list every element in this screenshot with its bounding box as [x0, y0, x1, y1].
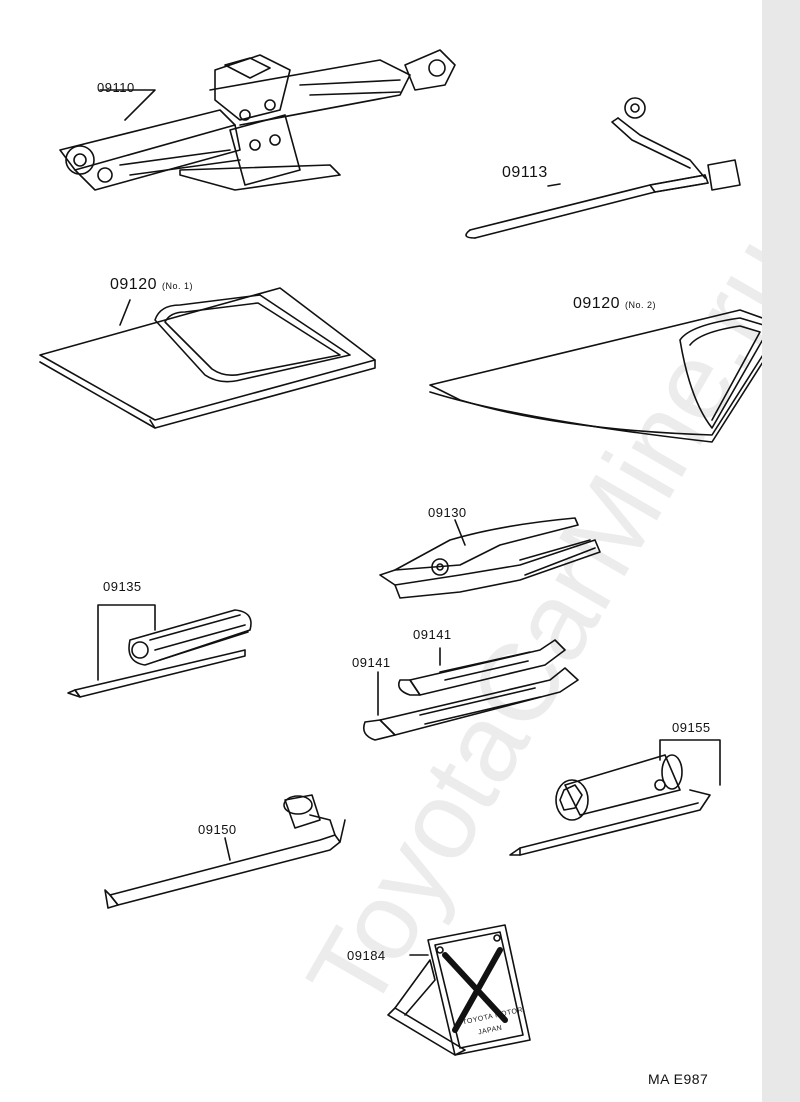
spark-plug-wrench-drawing	[509, 739, 721, 856]
part-number-09155: 09155	[672, 720, 711, 735]
parts-diagram-page: ToyotaCarMine.ru	[39, 49, 800, 1087]
right-margin-strip	[762, 0, 800, 1102]
part-number-09141-lower: 09141	[352, 655, 391, 670]
part-number-09141-upper: 09141	[413, 627, 452, 642]
scissor-jack-drawing	[59, 49, 456, 191]
tool-bag-no2-drawing	[429, 309, 762, 443]
part-number-09130: 09130	[428, 505, 467, 520]
tool-bag-no1-drawing	[39, 287, 376, 429]
part-number-09120-no2: 09120 (No. 2)	[573, 295, 656, 313]
part-number-09120-no1: 09120 (No. 1)	[110, 276, 193, 294]
diagram-artwork	[39, 49, 762, 1056]
part-number-09135: 09135	[103, 579, 142, 594]
part-number-09184: 09184	[347, 948, 386, 963]
pliers-drawing	[379, 517, 601, 599]
part-number-09110: 09110	[97, 80, 135, 95]
open-end-wrenches-drawing	[362, 639, 579, 741]
part-note-no1: (No. 1)	[161, 281, 193, 291]
jack-handle-drawing	[465, 97, 741, 239]
part-number-09120-no2-value: 09120	[573, 295, 620, 312]
part-number-09113: 09113	[502, 164, 548, 181]
part-number-09120-no1-value: 09120	[110, 276, 157, 293]
screwdriver-drawing	[67, 604, 252, 698]
part-number-09150: 09150	[198, 822, 237, 837]
diagram-code: MA E987	[648, 1071, 709, 1087]
wheel-nut-wrench-drawing	[104, 794, 346, 909]
license-plate-stand-drawing	[387, 924, 531, 1056]
part-note-no2: (No. 2)	[624, 300, 656, 310]
